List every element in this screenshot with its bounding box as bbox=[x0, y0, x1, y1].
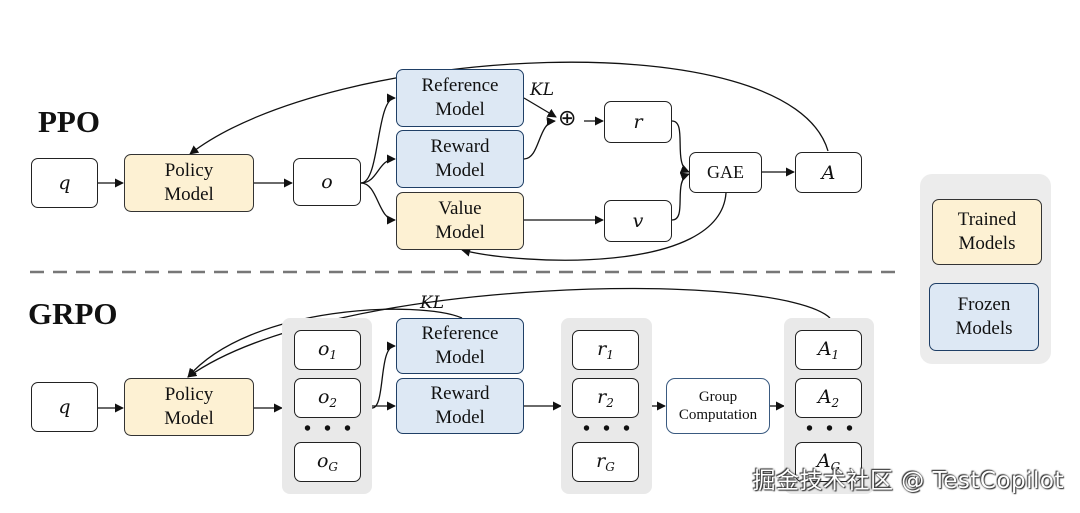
grpo-reward-line1: Reward bbox=[430, 383, 490, 404]
grpo-reward-g: rG bbox=[572, 442, 639, 482]
grpo-reward-1-base: r bbox=[597, 338, 607, 360]
ppo-o-label: o bbox=[321, 171, 333, 193]
grpo-output-2-sub: 2 bbox=[329, 396, 338, 410]
ppo-plus-icon: ⊕ bbox=[558, 106, 577, 131]
legend-frozen-line1: Frozen bbox=[957, 294, 1011, 315]
grpo-adv-g: AG bbox=[795, 442, 862, 482]
ppo-value-line1: Value bbox=[438, 198, 482, 219]
grpo-q-label: q bbox=[58, 396, 71, 418]
arrow-adv-policy2 bbox=[187, 288, 831, 378]
grpo-reward-1: r1 bbox=[572, 330, 639, 370]
ppo-a-label: A bbox=[821, 161, 836, 184]
arrow-v-gae bbox=[671, 172, 690, 221]
ppo-reward-line2: Model bbox=[435, 160, 485, 181]
grpo-adv-1: A1 bbox=[795, 330, 862, 370]
grpo-adv-2-base: A bbox=[817, 386, 832, 408]
grpo-reward-2-sub: 2 bbox=[606, 396, 614, 410]
arrow-o-reward bbox=[360, 154, 396, 184]
grpo-reference-line2: Model bbox=[435, 347, 485, 368]
ppo-policy-line2: Model bbox=[164, 184, 214, 205]
ppo-a-box: A bbox=[795, 152, 862, 193]
ppo-reference-line1: Reference bbox=[421, 75, 499, 96]
ppo-q-box: q bbox=[31, 158, 98, 208]
watermark: 掘金技术社区 @ TestCopilot bbox=[752, 468, 1064, 494]
grpo-output-1-base: o bbox=[317, 338, 330, 360]
grpo-output-1: o1 bbox=[294, 330, 361, 370]
grpo-group-line1: Group bbox=[698, 389, 738, 405]
grpo-adv-1-sub: 1 bbox=[831, 348, 840, 362]
ppo-v-label: v bbox=[632, 210, 644, 232]
ppo-v-box: v bbox=[604, 200, 672, 242]
ppo-gae-box: GAE bbox=[689, 152, 762, 193]
grpo-output-g-base: o bbox=[316, 450, 329, 472]
ppo-reward-line1: Reward bbox=[430, 136, 490, 157]
grpo-reward-g-sub: G bbox=[605, 460, 615, 474]
grpo-adv-2: A2 bbox=[795, 378, 862, 418]
ppo-reference-line2: Model bbox=[435, 99, 485, 120]
arrow-reference-plus bbox=[523, 97, 557, 118]
ppo-kl-label: KL bbox=[530, 80, 554, 100]
grpo-adv-g-sub: G bbox=[830, 460, 841, 474]
arrow-a-policy bbox=[189, 61, 829, 155]
arrow-reward-plus bbox=[523, 116, 556, 160]
grpo-output-1-sub: 1 bbox=[329, 348, 338, 362]
grpo-adv-g-base: A bbox=[816, 450, 831, 472]
grpo-group-line2: Computation bbox=[678, 407, 758, 423]
grpo-title: GRPO bbox=[28, 296, 118, 331]
ppo-value-line2: Model bbox=[435, 222, 485, 243]
arrow-kl-policy2 bbox=[187, 308, 463, 378]
legend-trained-line1: Trained bbox=[957, 209, 1017, 230]
grpo-output-2: o2 bbox=[294, 378, 361, 418]
ppo-o-box: o bbox=[293, 158, 361, 206]
grpo-output-2-base: o bbox=[317, 386, 330, 408]
ppo-gae-label: GAE bbox=[707, 162, 744, 182]
ppo-policy-line1: Policy bbox=[164, 160, 214, 181]
grpo-reward-2-base: r bbox=[597, 386, 607, 408]
grpo-reward-2: r2 bbox=[572, 378, 639, 418]
grpo-adv-1-base: A bbox=[817, 338, 832, 360]
grpo-adv-2-sub: 2 bbox=[831, 396, 840, 410]
grpo-q-box: q bbox=[31, 382, 98, 432]
arrow-gae-value bbox=[461, 192, 727, 261]
grpo-adv-dots: • • • bbox=[806, 418, 858, 440]
ppo-title: PPO bbox=[38, 104, 100, 139]
arrow-o-reference bbox=[360, 93, 396, 184]
grpo-rewards-dots: • • • bbox=[583, 418, 635, 440]
grpo-policy-line1: Policy bbox=[164, 384, 214, 405]
grpo-reward-1-sub: 1 bbox=[606, 348, 614, 362]
grpo-kl-label: KL bbox=[420, 293, 444, 313]
ppo-r-box: r bbox=[604, 101, 672, 143]
grpo-policy-line2: Model bbox=[164, 408, 214, 429]
grpo-reward-g-base: r bbox=[596, 450, 606, 472]
legend-frozen-line2: Models bbox=[955, 318, 1013, 339]
legend-trained-line2: Models bbox=[958, 233, 1016, 254]
grpo-reward-line2: Model bbox=[435, 407, 485, 428]
ppo-r-label: r bbox=[633, 111, 643, 133]
grpo-reference-line1: Reference bbox=[421, 323, 499, 344]
grpo-outputs-dots: • • • bbox=[304, 418, 356, 440]
grpo-output-g-sub: G bbox=[328, 460, 339, 474]
ppo-q-label: q bbox=[58, 172, 71, 194]
arrow-outputs-reference bbox=[371, 341, 396, 409]
grpo-output-g: oG bbox=[294, 442, 361, 482]
arrow-r-gae bbox=[671, 120, 690, 174]
arrow-o-value bbox=[360, 182, 396, 225]
